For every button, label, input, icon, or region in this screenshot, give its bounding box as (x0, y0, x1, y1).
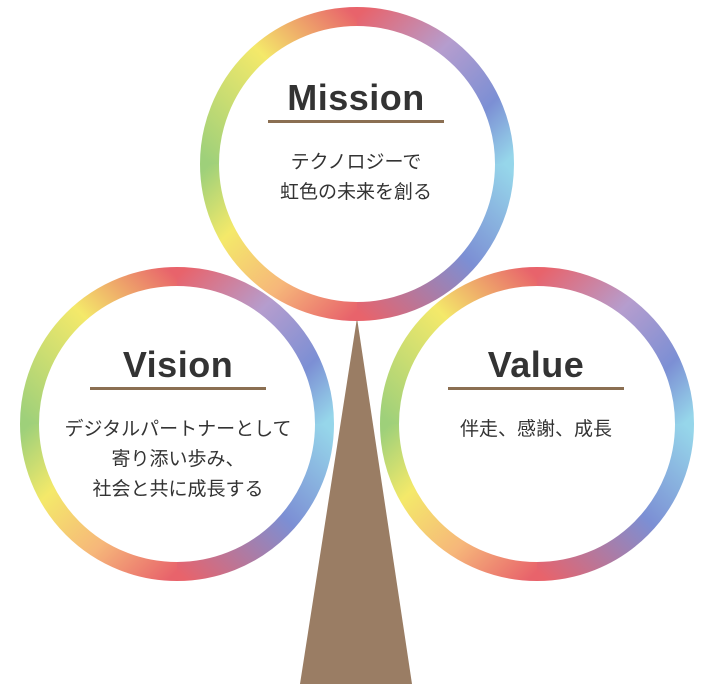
value-ring-arc-left-top (380, 267, 538, 425)
value-ring-base (389, 276, 685, 572)
tree-trunk (300, 318, 412, 684)
vision-ring-arc-right-bottom (176, 423, 334, 581)
vision-ring-arc-right-top (176, 267, 334, 425)
mission-ring-arc-left-top (200, 7, 358, 165)
mission-ring (200, 7, 514, 321)
mission-ring-arc-right-top (356, 7, 514, 165)
vision-ring-arc-left-top (20, 267, 178, 425)
value-block: Value 伴走、感謝、成長 (420, 345, 652, 444)
mission-title-underline (268, 120, 444, 123)
vision-block: Vision デジタルパートナーとして 寄り添い歩み、 社会と共に成長する (28, 345, 328, 504)
mission-block: Mission テクノロジーで 虹色の未来を創る (240, 78, 472, 207)
vision-ring (20, 267, 334, 581)
vision-ring-base (29, 276, 325, 572)
mission-line: テクノロジーで (290, 151, 422, 173)
mission-title: Mission (287, 77, 425, 118)
vision-ring-arc-left-bottom (20, 423, 178, 581)
vision-statement: デジタルパートナーとして 寄り添い歩み、 社会と共に成長する (64, 414, 291, 504)
value-statement: 伴走、感謝、成長 (460, 414, 612, 444)
mission-statement: テクノロジーで 虹色の未来を創る (280, 147, 432, 207)
vision-line: 寄り添い歩み、 (111, 448, 245, 470)
mission-ring-arc-left-bottom (200, 163, 358, 321)
value-line: 伴走、感謝、成長 (459, 418, 612, 440)
value-ring-arc-right-top (536, 267, 694, 425)
value-ring (380, 267, 694, 581)
value-title: Value (487, 344, 585, 385)
vision-line: デジタルパートナーとして (64, 418, 292, 440)
vision-title-underline (90, 387, 266, 390)
value-title-underline (448, 387, 624, 390)
vision-line: 社会と共に成長する (92, 478, 264, 500)
value-ring-arc-left-bottom (380, 423, 538, 581)
mission-ring-arc-right-bottom (356, 163, 514, 321)
value-ring-arc-right-bottom (536, 423, 694, 581)
mission-ring-base (209, 16, 505, 312)
mission-line: 虹色の未来を創る (279, 181, 432, 203)
vision-title: Vision (122, 344, 234, 385)
